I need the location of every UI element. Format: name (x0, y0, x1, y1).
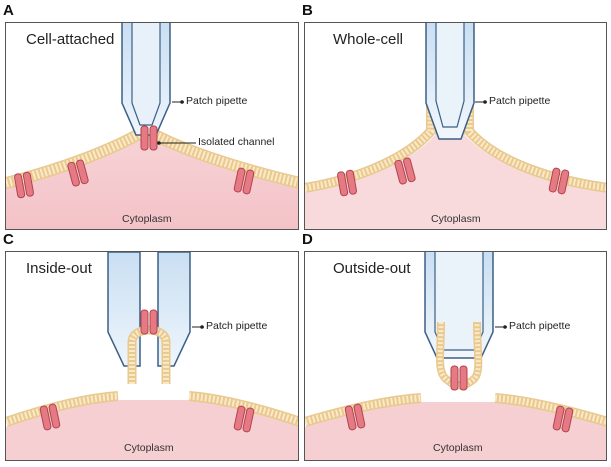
panel-letter-b: B (302, 2, 313, 19)
cytoplasm-region (305, 103, 606, 229)
panel-title-whole-cell: Whole-cell (333, 31, 404, 48)
callout-patch-pipette: Patch pipette (186, 95, 248, 107)
callout-patch-pipette: Patch pipette (206, 320, 268, 332)
inside-out-illustration (6, 252, 298, 460)
panel-inside-out: Inside-out Patch pipette Cytoplasm (5, 251, 299, 461)
ion-channel (337, 169, 357, 197)
callout-patch-pipette: Patch pipette (489, 95, 551, 107)
cytoplasm-region (305, 402, 606, 460)
ion-channel (450, 365, 468, 391)
panel-whole-cell: Whole-cell Patch pipette Cytoplasm (304, 22, 607, 230)
patch-pipette (107, 252, 191, 367)
callout-patch-pipette: Patch pipette (509, 320, 571, 332)
ion-channel (140, 125, 158, 151)
ion-channel (233, 167, 255, 195)
label-cytoplasm: Cytoplasm (433, 442, 483, 454)
ion-channel (140, 309, 158, 335)
cytoplasm-region (6, 400, 298, 460)
panel-outside-out: Outside-out Patch pipette Cytoplasm (304, 251, 607, 461)
ion-channel (67, 159, 89, 187)
panel-letter-d: D (302, 231, 313, 248)
ion-channel (233, 405, 255, 433)
outside-out-illustration (305, 252, 606, 460)
label-cytoplasm: Cytoplasm (122, 213, 172, 225)
cell-attached-illustration (6, 23, 298, 229)
panel-title-inside-out: Inside-out (26, 260, 92, 277)
panel-letter-c: C (3, 231, 14, 248)
ion-channel (552, 405, 574, 433)
panel-title-outside-out: Outside-out (333, 260, 411, 277)
callout-isolated-channel: Isolated channel (198, 136, 275, 148)
ion-channel (548, 167, 570, 195)
ion-channel (39, 403, 61, 431)
label-cytoplasm: Cytoplasm (124, 442, 174, 454)
whole-cell-illustration (305, 23, 606, 229)
ion-channel (344, 403, 366, 431)
cytoplasm-region (6, 135, 298, 229)
label-cytoplasm: Cytoplasm (431, 213, 481, 225)
ion-channel (394, 157, 416, 185)
ion-channel (14, 171, 34, 199)
panel-title-cell-attached: Cell-attached (26, 31, 115, 48)
panel-letter-a: A (3, 2, 14, 19)
panel-cell-attached: Cell-attached Patch pipette Isolated cha… (5, 22, 299, 230)
